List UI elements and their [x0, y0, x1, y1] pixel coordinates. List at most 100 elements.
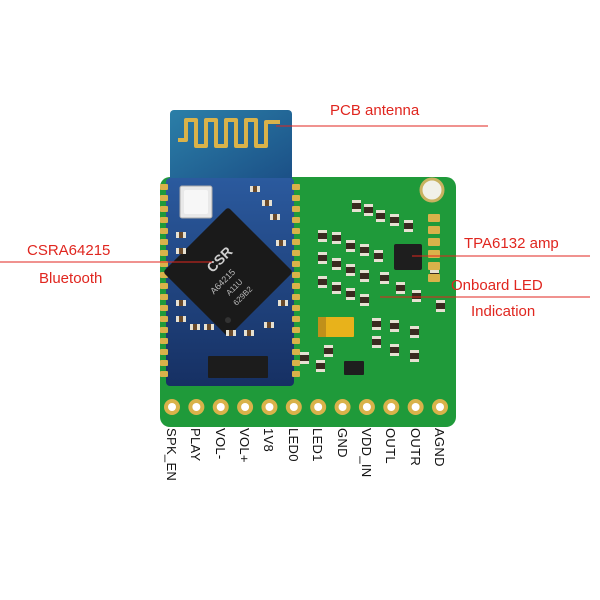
smd-body — [179, 248, 183, 254]
smd-body — [410, 353, 419, 359]
smd-body — [332, 261, 341, 267]
pin-label: SPK_EN — [164, 428, 179, 482]
module-pads — [160, 184, 300, 377]
smd-body — [404, 223, 413, 229]
pin-hole — [411, 403, 420, 411]
smd-body — [318, 255, 327, 261]
module-pad — [160, 360, 168, 366]
smd-body — [253, 186, 257, 192]
module-pad — [292, 349, 300, 355]
pin-label: OUTL — [383, 428, 399, 464]
pin-holes — [164, 399, 448, 415]
smd-body — [207, 324, 211, 330]
module-pad — [160, 195, 168, 201]
smd-body — [396, 285, 405, 291]
side-pad — [428, 262, 440, 270]
pin-hole — [362, 403, 371, 411]
csr-chip — [164, 208, 292, 336]
callout-pcb-antenna: PCB antenna — [330, 102, 420, 119]
module-pad — [292, 316, 300, 322]
module-pad — [160, 371, 168, 377]
smd-body — [247, 330, 251, 336]
module-pad — [292, 360, 300, 366]
smd-body — [316, 363, 325, 369]
smd-body — [179, 316, 183, 322]
smd-body — [300, 355, 309, 361]
flash-chip — [208, 356, 268, 378]
crystal-top — [184, 190, 208, 214]
module-pad — [160, 206, 168, 212]
smd-body — [376, 213, 385, 219]
module-pad — [160, 305, 168, 311]
module-pad — [292, 217, 300, 223]
module-pad — [292, 261, 300, 267]
module-pad — [292, 272, 300, 278]
smd-body — [360, 273, 369, 279]
module-pad — [160, 316, 168, 322]
side-pad — [428, 226, 440, 234]
module-pad — [292, 250, 300, 256]
side-pads — [428, 214, 440, 282]
module-pad — [160, 338, 168, 344]
smd-body — [281, 300, 285, 306]
callout-chip-type: Bluetooth — [39, 270, 103, 287]
smd-body — [179, 300, 183, 306]
smd-body — [352, 203, 361, 209]
smd-body — [332, 235, 341, 241]
module-pad — [292, 195, 300, 201]
smd-body — [380, 275, 389, 281]
smd-body — [346, 291, 355, 297]
pin-hole — [289, 403, 298, 411]
pin-label: VDD_IN — [358, 428, 374, 478]
smd-body — [390, 217, 399, 223]
smd-body — [267, 322, 271, 328]
chip-dot — [225, 317, 231, 324]
module-pad — [160, 239, 168, 245]
smd-body — [372, 321, 381, 327]
smd-body — [360, 247, 369, 253]
callout-amp: TPA6132 amp — [464, 235, 559, 252]
smd-body — [179, 232, 183, 238]
pin-label: OUTR — [407, 428, 423, 467]
smd-body — [318, 233, 327, 239]
smd-body — [229, 330, 233, 336]
module-pad — [292, 294, 300, 300]
pin-label: VOL+ — [237, 428, 253, 463]
pin-hole — [436, 403, 444, 411]
callout-chip-name: CSRA64215 — [27, 242, 111, 259]
smd-body — [412, 293, 421, 299]
board-components — [300, 200, 445, 372]
smd-body — [374, 253, 383, 259]
smd-body — [346, 267, 355, 273]
module-pad — [292, 338, 300, 344]
module-pad — [292, 228, 300, 234]
pin-label: PLAY — [188, 428, 204, 462]
smd-body — [265, 200, 269, 206]
module-pad — [292, 283, 300, 289]
pcb-antenna-trace — [178, 118, 280, 148]
pin-hole — [387, 403, 396, 411]
callout-led-indication: Indication — [471, 303, 536, 320]
regulator-chip — [344, 361, 364, 375]
pin-hole — [241, 403, 250, 411]
mounting-hole — [419, 177, 445, 203]
smd-body — [324, 348, 333, 354]
tpa6132-chip — [394, 244, 422, 270]
pin-label: LED0 — [285, 428, 301, 462]
smd-body — [364, 207, 373, 213]
module-pad — [160, 184, 168, 190]
pin-label: AGND — [432, 428, 447, 467]
module-pad — [160, 349, 168, 355]
pin-hole — [314, 403, 323, 411]
smd-body — [410, 329, 419, 335]
module-pad — [292, 239, 300, 245]
tantalum-band — [318, 317, 326, 337]
smd-body — [279, 240, 283, 246]
module-pad — [160, 250, 168, 256]
smd-body — [318, 279, 327, 285]
smd-body — [390, 347, 399, 353]
side-pad — [428, 238, 440, 246]
pin-hole — [265, 403, 274, 411]
smd-body — [436, 303, 445, 309]
